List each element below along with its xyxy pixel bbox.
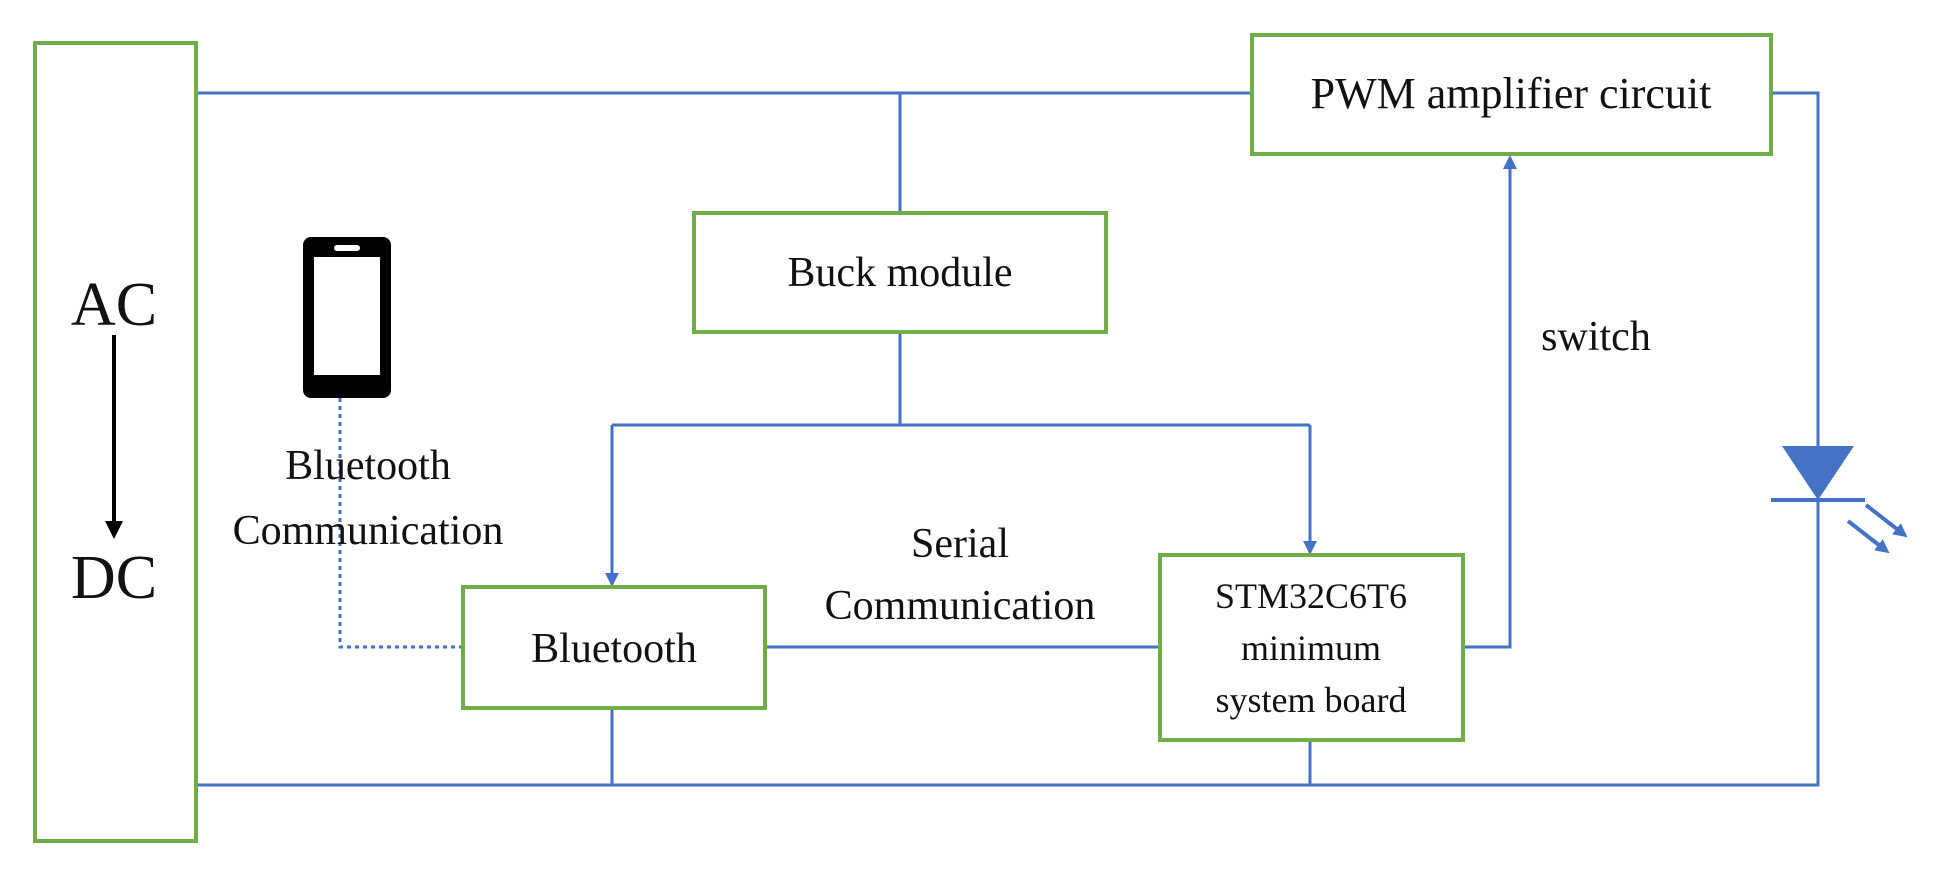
led-diode-icon	[1771, 446, 1908, 554]
switch-control-arrow	[1463, 155, 1517, 649]
switch-label: switch	[1541, 314, 1651, 360]
smartphone-icon	[303, 237, 391, 398]
led-return-wire	[196, 500, 1820, 787]
bluetooth-label: Bluetooth	[531, 626, 697, 672]
bluetooth-box	[461, 585, 767, 710]
pwm-label: PWM amplifier circuit	[1311, 69, 1712, 118]
stm32-label-line1: STM32C6T6	[1215, 576, 1407, 616]
buck-module-block: Buck module	[692, 211, 1108, 334]
dc-label: DC	[71, 544, 157, 612]
buck-label: Buck module	[787, 250, 1012, 296]
stm32-board-block: STM32C6T6 minimum system board	[1158, 553, 1465, 742]
ac-dc-converter-block: AC DC	[33, 41, 198, 843]
stm32-box	[1158, 553, 1465, 742]
pwm-amplifier-block: PWM amplifier circuit	[1250, 33, 1773, 156]
bluetooth-communication-label-line1: Bluetooth	[285, 443, 451, 489]
bluetooth-communication-label-line2: Communication	[233, 508, 504, 554]
stm32-label-line2: minimum	[1241, 628, 1381, 668]
serial-communication-label-line2: Communication	[825, 583, 1096, 629]
bluetooth-module-block: Bluetooth	[461, 585, 767, 710]
serial-communication-label-line1: Serial	[911, 521, 1009, 567]
stm32-label-line3: system board	[1216, 680, 1407, 720]
buck-box	[692, 211, 1108, 334]
pwm-to-led-wire	[1771, 91, 1820, 446]
bluetooth-wireless-link	[338, 398, 463, 649]
pwm-box	[1250, 33, 1773, 156]
ac-label: AC	[71, 271, 157, 339]
wires	[196, 91, 1820, 787]
